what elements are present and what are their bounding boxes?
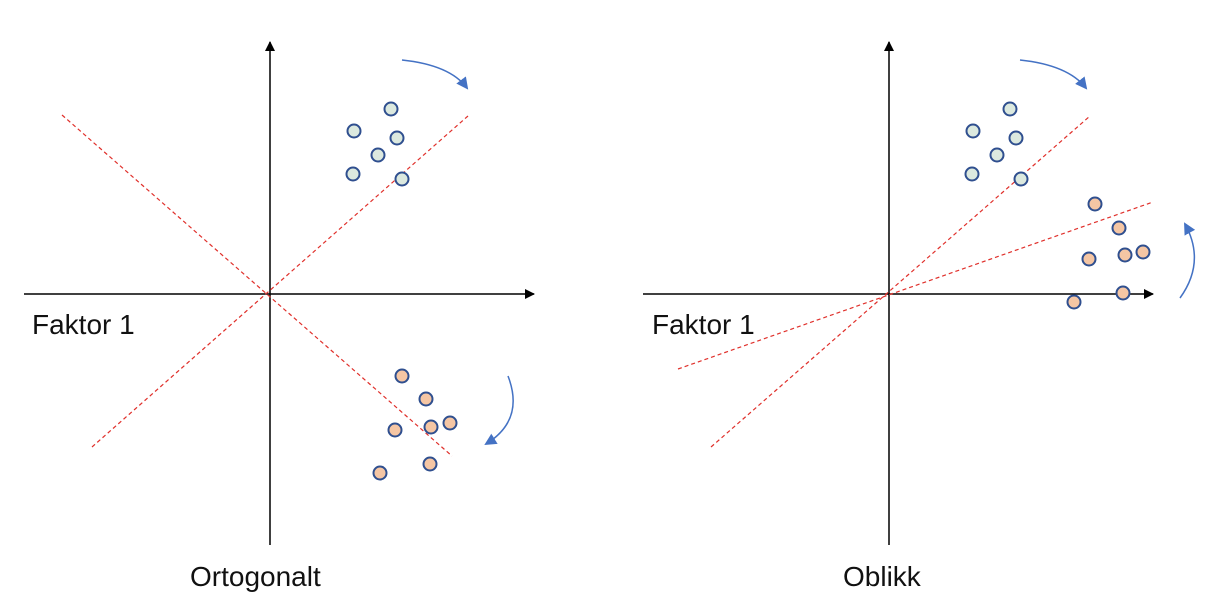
data-point xyxy=(394,368,410,384)
data-point xyxy=(1002,101,1018,117)
panel-oblique: Faktor 1 Oblikk xyxy=(643,41,1196,592)
data-point xyxy=(345,166,361,182)
data-point xyxy=(370,147,386,163)
rotated-axis-line xyxy=(61,114,453,457)
data-point xyxy=(372,465,388,481)
axis-label: Faktor 1 xyxy=(32,309,135,340)
panel-caption: Ortogonalt xyxy=(190,561,321,592)
data-point xyxy=(383,101,399,117)
data-point xyxy=(1008,130,1024,146)
rotation-arrow xyxy=(1019,59,1088,90)
rotated-axis-line xyxy=(677,201,1154,370)
data-point xyxy=(423,419,439,435)
data-point xyxy=(389,130,405,146)
axis-label: Faktor 1 xyxy=(652,309,755,340)
point-group-lower xyxy=(1066,196,1151,310)
data-point xyxy=(989,147,1005,163)
data-point xyxy=(1117,247,1133,263)
rotation-arrow xyxy=(1179,222,1196,299)
point-group-upper xyxy=(345,101,410,187)
point-group-lower xyxy=(372,368,458,481)
data-point xyxy=(442,415,458,431)
data-point xyxy=(1087,196,1103,212)
data-point xyxy=(418,391,434,407)
data-point xyxy=(1135,244,1151,260)
point-group-upper xyxy=(964,101,1029,187)
data-point xyxy=(422,456,438,472)
data-point xyxy=(1081,251,1097,267)
data-point xyxy=(964,166,980,182)
rotation-arrow xyxy=(484,375,514,446)
panel-caption: Oblikk xyxy=(843,561,922,592)
data-point xyxy=(1066,294,1082,310)
data-point xyxy=(394,171,410,187)
data-point xyxy=(965,123,981,139)
rotated-axis-line xyxy=(710,115,1091,448)
rotated-axis-line xyxy=(91,115,469,448)
rotation-arrow xyxy=(401,59,469,90)
data-point xyxy=(1111,220,1127,236)
data-point xyxy=(1115,285,1131,301)
data-point xyxy=(1013,171,1029,187)
data-point xyxy=(346,123,362,139)
panel-orthogonal: Faktor 1 Ortogonalt xyxy=(24,41,535,592)
data-point xyxy=(387,422,403,438)
